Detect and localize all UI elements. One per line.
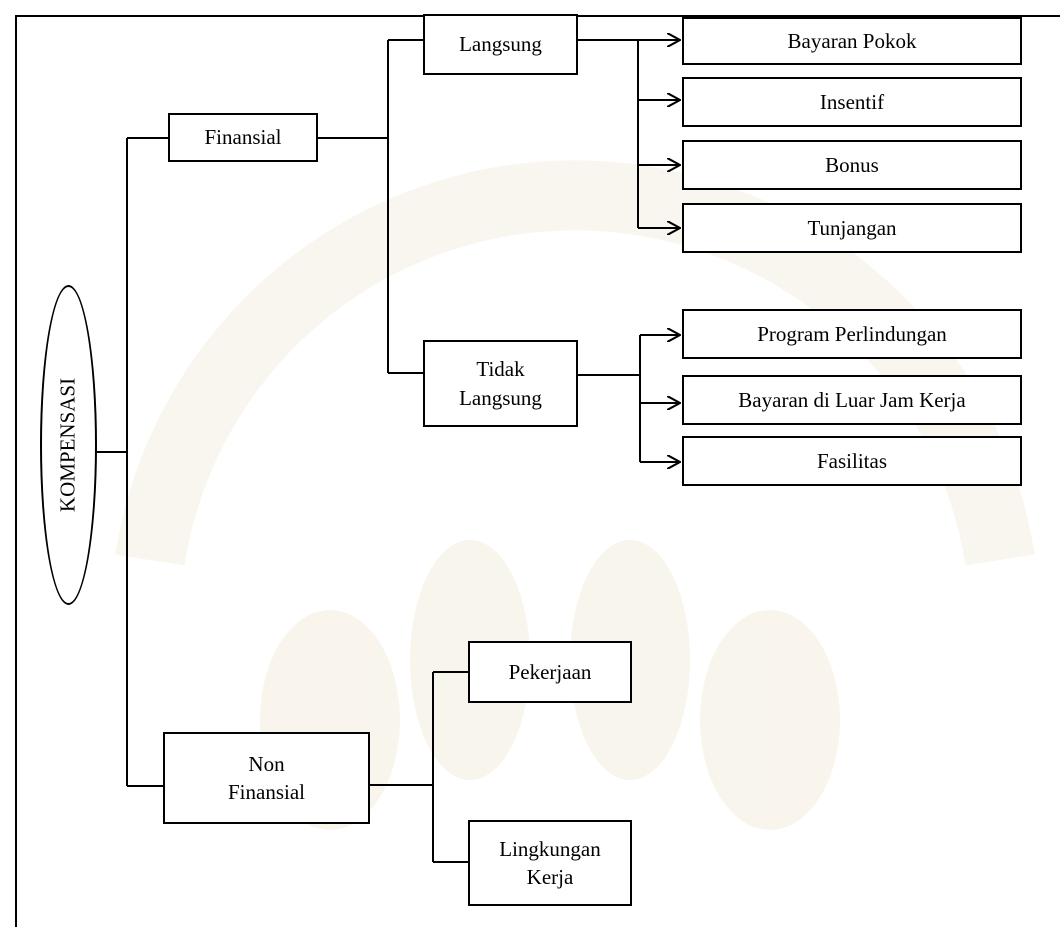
node-lingkungan-kerja: Lingkungan Kerja: [468, 820, 632, 906]
node-bayaran-luar-jam-kerja: Bayaran di Luar Jam Kerja: [682, 375, 1022, 425]
node-finansial: Finansial: [168, 113, 318, 162]
node-insentif: Insentif: [682, 77, 1022, 127]
node-bayaran-pokok: Bayaran Pokok: [682, 17, 1022, 65]
node-pekerjaan: Pekerjaan: [468, 641, 632, 703]
root-label: KOMPENSASI: [55, 377, 80, 513]
node-fasilitas: Fasilitas: [682, 436, 1022, 486]
root-ellipse: [40, 285, 97, 605]
node-non-finansial: Non Finansial: [163, 732, 370, 824]
node-program-perlindungan: Program Perlindungan: [682, 309, 1022, 359]
node-tidak-langsung: Tidak Langsung: [423, 340, 578, 427]
node-bonus: Bonus: [682, 140, 1022, 190]
node-langsung: Langsung: [423, 14, 578, 75]
node-tunjangan: Tunjangan: [682, 203, 1022, 253]
